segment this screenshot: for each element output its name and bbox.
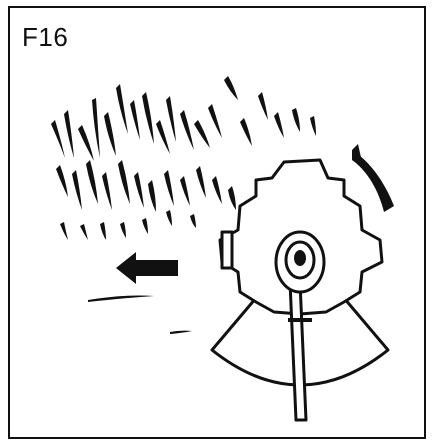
ground-lines	[88, 296, 192, 335]
left-arrow-icon	[116, 252, 178, 284]
trimmer-head-icon	[212, 160, 388, 420]
curved-rotation-arrow-icon	[352, 144, 394, 212]
